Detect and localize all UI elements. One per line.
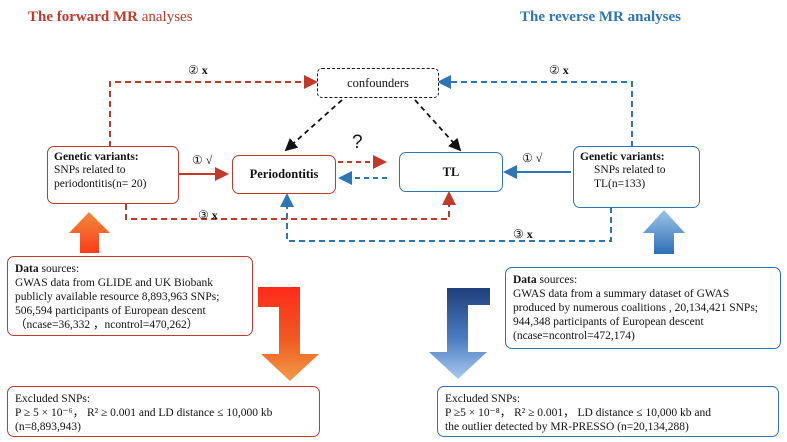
forward-data-sources-line4: （ncase=36,332 ，ncontrol=470,262）	[15, 319, 199, 331]
confounders-box: confounders	[317, 68, 439, 98]
reverse-data-sources-line2: produced by numerous coalitions , 20,134…	[513, 302, 758, 314]
reverse-data-sources-box: Data sources: GWAS data from a summary d…	[505, 267, 781, 349]
reverse-genetic-variants-box: Genetic variants: SNPs related to TL(n=1…	[573, 146, 700, 208]
reverse-data-sources-heading-bold: Data	[513, 274, 537, 286]
reverse-path-2	[437, 75, 633, 147]
reverse-data-sources-line1: GWAS data from a summary dataset of GWAS	[513, 288, 730, 300]
forward-path-2-number: ②	[188, 63, 199, 77]
reverse-excluded-snps-box: Excluded SNPs: P ≥5 × 10⁻⁸， R² ≥ 0.001， …	[437, 386, 779, 437]
forward-path-2	[109, 75, 318, 147]
reverse-path-3-number: ③	[513, 227, 524, 241]
forward-data-sources-line1: GWAS data from GLIDE and UK Biobank	[15, 277, 214, 289]
reverse-path-2-x: x	[562, 63, 569, 77]
blue-up-arrow	[643, 210, 685, 254]
reverse-genetic-variants-line2: TL(n=133)	[594, 178, 646, 190]
reverse-path-1-label: ① √	[522, 151, 543, 165]
red-l-arrow	[258, 287, 319, 381]
reverse-title: The reverse MR analyses	[520, 9, 681, 25]
forward-title-bold: The forward MR	[28, 9, 138, 25]
tl-node: TL	[399, 152, 503, 192]
reverse-genetic-variants-line1: SNPs related to	[594, 164, 666, 176]
forward-excluded-line2: (n=8,893,943)	[15, 421, 81, 433]
forward-path-1-label: ① √	[192, 153, 213, 167]
forward-genetic-variants-line2: periodontitis(n= 20)	[54, 178, 147, 190]
forward-genetic-variants-box: Genetic variants: SNPs related to period…	[47, 146, 179, 204]
reverse-data-sources-heading: Data sources:	[513, 273, 773, 287]
reverse-path-3-label: ③ x	[513, 227, 533, 242]
forward-path-3-number: ③	[198, 208, 209, 222]
causality-question-mark: ?	[352, 132, 363, 153]
forward-data-sources-heading-bold: Data	[15, 263, 39, 275]
forward-genetic-variants-heading: Genetic variants:	[54, 151, 139, 163]
reverse-genetic-variants-heading: Genetic variants:	[580, 151, 665, 163]
reverse-excluded-heading: Excluded SNPs:	[445, 393, 521, 405]
forward-excluded-heading: Excluded SNPs:	[15, 393, 91, 405]
forward-data-sources-box: Data sources: GWAS data from GLIDE and U…	[7, 256, 253, 336]
reverse-path-3	[280, 193, 612, 242]
forward-genetic-variants-line1: SNPs related to	[54, 164, 126, 176]
confounders-to-periodontitis	[284, 99, 343, 152]
reverse-data-sources-line4: (ncase=ncontrol=472,174)	[513, 330, 635, 342]
forward-path-3-x: x	[211, 208, 218, 222]
forward-path-3	[125, 191, 456, 220]
reverse-excluded-line2: the outlier detected by MR-PRESSO (n=20,…	[445, 421, 689, 433]
forward-title: The forward MR analyses	[28, 9, 193, 26]
periodontitis-node: Periodontitis	[232, 155, 336, 194]
confounders-to-tl	[414, 99, 462, 152]
reverse-data-sources-heading-rest: sources:	[536, 274, 578, 286]
forward-data-sources-heading-rest: sources:	[38, 263, 80, 275]
reverse-excluded-line1: P ≥5 × 10⁻⁸， R² ≥ 0.001， LD distance ≤ 1…	[445, 407, 711, 419]
forward-path-2-x: x	[201, 63, 208, 77]
forward-excluded-snps-box: Excluded SNPs: P ≥ 5 × 10⁻⁶， R² ≥ 0.001 …	[7, 386, 320, 437]
forward-data-sources-heading: Data sources:	[15, 262, 245, 276]
forward-data-sources-line3: 506,594 participants of European descent	[15, 305, 206, 317]
forward-data-sources-line2: publicly available resource 8,893,963 SN…	[15, 291, 220, 303]
reverse-path-2-number: ②	[549, 63, 560, 77]
reverse-path-2-label: ② x	[549, 63, 569, 78]
forward-title-rest: analyses	[137, 9, 193, 25]
forward-path-2-label: ② x	[188, 63, 208, 78]
forward-path-3-label: ③ x	[198, 208, 218, 223]
red-up-arrow	[69, 212, 110, 253]
blue-l-arrow	[429, 288, 490, 379]
reverse-path-3-x: x	[526, 227, 533, 241]
reverse-data-sources-line3: 944,348 participants of European descent	[513, 316, 704, 328]
forward-excluded-line1: P ≥ 5 × 10⁻⁶， R² ≥ 0.001 and LD distance…	[15, 407, 273, 419]
